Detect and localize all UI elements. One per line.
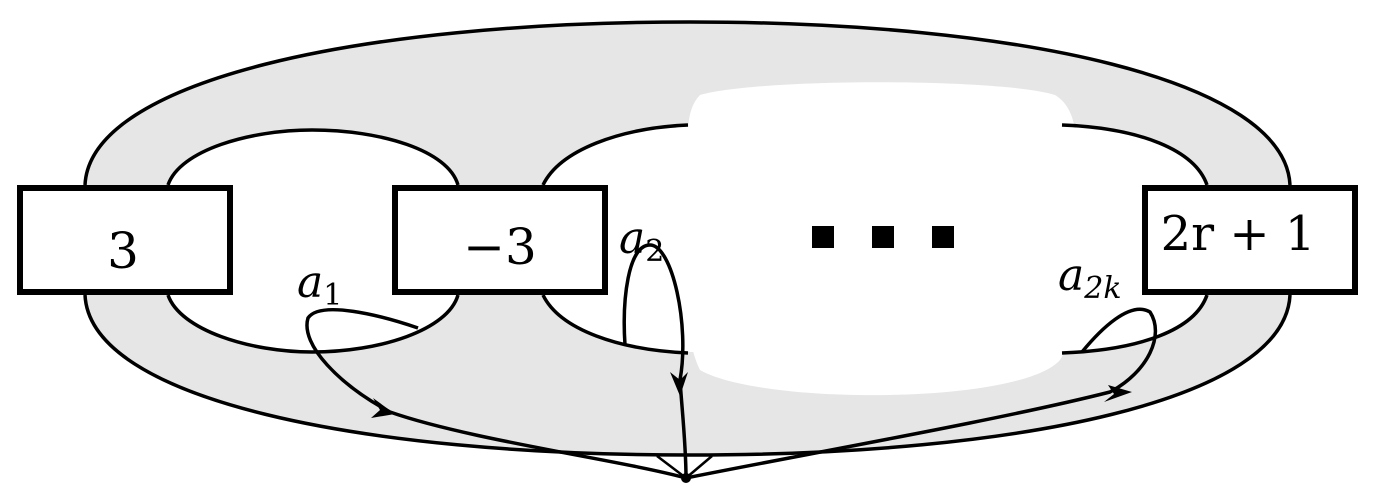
label-a2-subscript: 2 bbox=[645, 234, 664, 269]
loop-a2k bbox=[685, 307, 1158, 480]
inner-hole-1-bottom bbox=[166, 294, 460, 354]
ellipsis-dot-2 bbox=[872, 226, 894, 248]
box-3-label: 3 bbox=[107, 222, 139, 280]
box-2r-plus-1-label: 2r + 1 bbox=[1161, 206, 1316, 262]
label-a2k-symbol: a bbox=[1058, 250, 1084, 301]
ellipsis-dot-1 bbox=[812, 226, 834, 248]
inner-hole-2-bottom-right bbox=[1061, 294, 1209, 355]
base-strand-right bbox=[685, 455, 713, 479]
base-point bbox=[681, 473, 691, 483]
box-2r-plus-1 bbox=[1142, 185, 1358, 295]
inner-hole-2-top-left bbox=[541, 123, 689, 186]
base-strand-left bbox=[656, 455, 687, 479]
box-3 bbox=[17, 185, 233, 295]
label-a1-subscript: 1 bbox=[323, 278, 342, 313]
loop-a1 bbox=[305, 307, 687, 480]
inner-hole-2-top-right bbox=[1061, 123, 1209, 186]
box-minus-3-label: −3 bbox=[463, 218, 537, 276]
box-minus-3 bbox=[392, 185, 608, 295]
label-a1: a1 bbox=[297, 257, 342, 313]
ellipsis-dots bbox=[812, 226, 954, 248]
label-a2k-subscript: 2k bbox=[1083, 271, 1121, 306]
loop-a2 bbox=[622, 243, 688, 479]
arrow-a1 bbox=[371, 398, 395, 418]
label-a2k: a2k bbox=[1058, 250, 1122, 306]
outer-boundary-bottom bbox=[83, 294, 1292, 457]
arrow-a2 bbox=[670, 372, 688, 396]
shaded-surface bbox=[85, 22, 1290, 455]
inner-hole-2-bottom-left bbox=[541, 294, 689, 355]
arrow-a2k bbox=[1104, 385, 1132, 402]
label-a2: a2 bbox=[619, 213, 664, 269]
inner-hole-1-top bbox=[166, 128, 460, 186]
outer-boundary-top bbox=[83, 20, 1292, 186]
ellipsis-dot-3 bbox=[932, 226, 954, 248]
label-a2-symbol: a bbox=[619, 213, 645, 264]
label-a1-symbol: a bbox=[297, 257, 323, 308]
